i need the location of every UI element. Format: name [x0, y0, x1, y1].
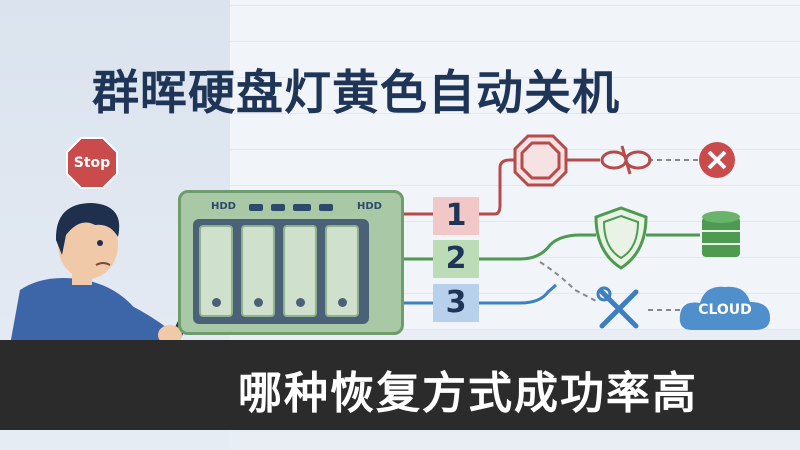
option-badge-2: 2	[433, 240, 479, 278]
hdd-bay-indicator	[338, 298, 347, 307]
nas-device: HDD HDD	[178, 190, 404, 335]
option-badge-1: 1	[433, 197, 479, 235]
hdd-bay	[199, 225, 233, 317]
nas-bay-frame	[193, 219, 369, 324]
nas-led	[271, 204, 285, 211]
connection-diagram	[404, 134, 770, 330]
error-x-icon	[699, 142, 735, 178]
subtitle-text: 哪种恢复方式成功率高	[238, 368, 698, 419]
shield-icon	[594, 206, 648, 270]
hdd-bay	[283, 225, 317, 317]
nas-led	[293, 204, 311, 211]
hdd-bay	[241, 225, 275, 317]
page-title: 群晖硬盘灯黄色自动关机	[92, 66, 620, 121]
cloud-icon	[679, 286, 770, 330]
nas-led	[249, 204, 263, 211]
nas-top-panel: HDD HDD	[189, 201, 393, 215]
nas-left-hdd-label: HDD	[211, 201, 236, 212]
subtitle-band	[0, 340, 800, 430]
option-badge-3: 3	[433, 284, 479, 322]
cloud-label: CLOUD	[698, 302, 752, 318]
broken-chain-icon	[600, 145, 652, 175]
hdd-bay-indicator	[296, 298, 305, 307]
tools-icon	[596, 286, 639, 329]
hdd-bay	[325, 225, 359, 317]
stop-sign-label: Stop	[73, 155, 111, 171]
stop-octagon-icon	[513, 134, 568, 187]
hdd-bay-indicator	[212, 298, 221, 307]
database-icon	[702, 211, 740, 257]
nas-led	[319, 204, 333, 211]
hdd-bay-indicator	[254, 298, 263, 307]
stop-sign-icon	[66, 137, 118, 189]
nas-right-hdd-label: HDD	[357, 201, 382, 212]
